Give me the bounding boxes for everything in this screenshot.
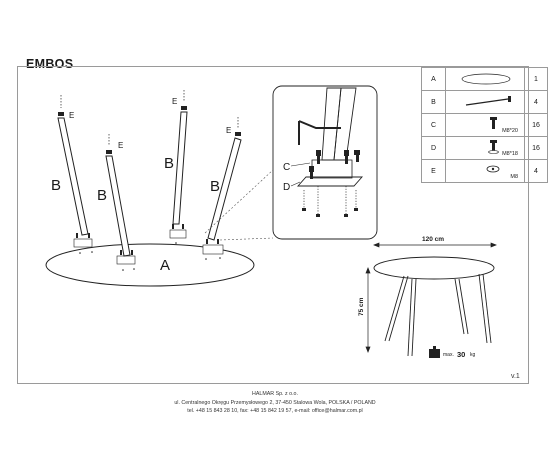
- parts-row-b: B 4: [421, 90, 548, 114]
- screw-marks: [76, 224, 221, 271]
- instruction-frame: [17, 66, 529, 384]
- part-picture: M8: [445, 159, 525, 183]
- svg-text:B: B: [51, 177, 61, 194]
- mounting-plates: [73, 229, 224, 265]
- svg-text:E: E: [226, 126, 231, 135]
- leg-cap-icon: [486, 165, 500, 173]
- part-qty: 4: [524, 159, 548, 183]
- detail-bolts: [309, 150, 360, 179]
- label-legs: B B B B: [51, 155, 220, 204]
- part-qty: 16: [524, 113, 548, 137]
- svg-text:B: B: [164, 155, 174, 172]
- detail-label-bolt: C: [283, 162, 290, 173]
- max-load-label: max.: [443, 352, 454, 358]
- legs: [57, 111, 242, 257]
- table-leg-icon: [465, 96, 511, 106]
- svg-text:B: B: [97, 187, 107, 204]
- part-letter: A: [421, 67, 446, 91]
- svg-text:E: E: [118, 141, 123, 150]
- part-letter: D: [421, 136, 446, 160]
- part-picture: M8*18: [445, 136, 525, 160]
- leg-caps: [58, 106, 241, 154]
- part-letter: E: [421, 159, 446, 183]
- max-load-value: 30: [457, 350, 465, 359]
- part-qty: 4: [524, 90, 548, 114]
- detail-mounting-plate: [296, 176, 364, 187]
- detail-callout-lines: [204, 169, 274, 241]
- dimension-table-top: [373, 256, 495, 280]
- detail-holes: [302, 208, 358, 217]
- footer-contact: tel. +48 15 843 28 10, fax: +48 15 842 1…: [187, 408, 363, 415]
- part-picture: [445, 67, 525, 91]
- part-letter: B: [421, 90, 446, 114]
- dimension-height-line: [365, 267, 371, 353]
- label-top: A: [160, 257, 170, 274]
- footer-company: HALMAR Sp. z o.o.: [252, 391, 298, 397]
- svg-text:E: E: [172, 97, 177, 106]
- part-letter: C: [421, 113, 446, 137]
- parts-row-c: C M8*20 16: [421, 113, 548, 137]
- bolt-icon: [490, 117, 497, 129]
- hex-key-icon: [298, 120, 341, 145]
- table-top-icon: [461, 73, 511, 85]
- part-qty: 16: [524, 136, 548, 160]
- parts-row-e: E M8 4: [421, 159, 548, 183]
- page-title: EMBOS: [26, 57, 74, 71]
- footer-address: ul. Centralnego Okręgu Przemysłowego 2, …: [174, 399, 376, 406]
- part-spec: M8*18: [502, 151, 518, 157]
- detail-label-plate: D: [283, 182, 290, 193]
- version-label: v.1: [511, 373, 520, 380]
- bolt-washer-icon: [488, 140, 499, 154]
- weight-icon: [429, 346, 440, 358]
- parts-row-d: D M8*18 16: [421, 136, 548, 160]
- table-top: [45, 243, 255, 287]
- parts-table: A 1 B 4 C M8*20 16 D M8*18 16 E M8 4: [421, 67, 548, 183]
- insert-arrows: [60, 90, 239, 146]
- part-picture: M8*20: [445, 113, 525, 137]
- company-footer: HALMAR Sp. z o.o. ul. Centralnego Okręgu…: [0, 390, 550, 416]
- dimension-legs: [384, 273, 492, 357]
- detail-label-pointers: [290, 162, 311, 187]
- svg-text:B: B: [210, 178, 220, 195]
- dimension-width-line: [373, 242, 497, 248]
- dimension-height: 75 cm: [358, 297, 365, 316]
- part-qty: 1: [524, 67, 548, 91]
- svg-text:E: E: [69, 111, 74, 120]
- part-spec: M8: [510, 174, 518, 180]
- dimension-width: 120 cm: [422, 236, 444, 243]
- max-load-unit: kg: [470, 352, 476, 358]
- label-caps: E E E E: [69, 97, 231, 150]
- part-picture: [445, 90, 525, 114]
- parts-row-a: A 1: [421, 67, 548, 91]
- detail-screw-dots: [303, 186, 357, 214]
- part-spec: M8*20: [502, 128, 518, 134]
